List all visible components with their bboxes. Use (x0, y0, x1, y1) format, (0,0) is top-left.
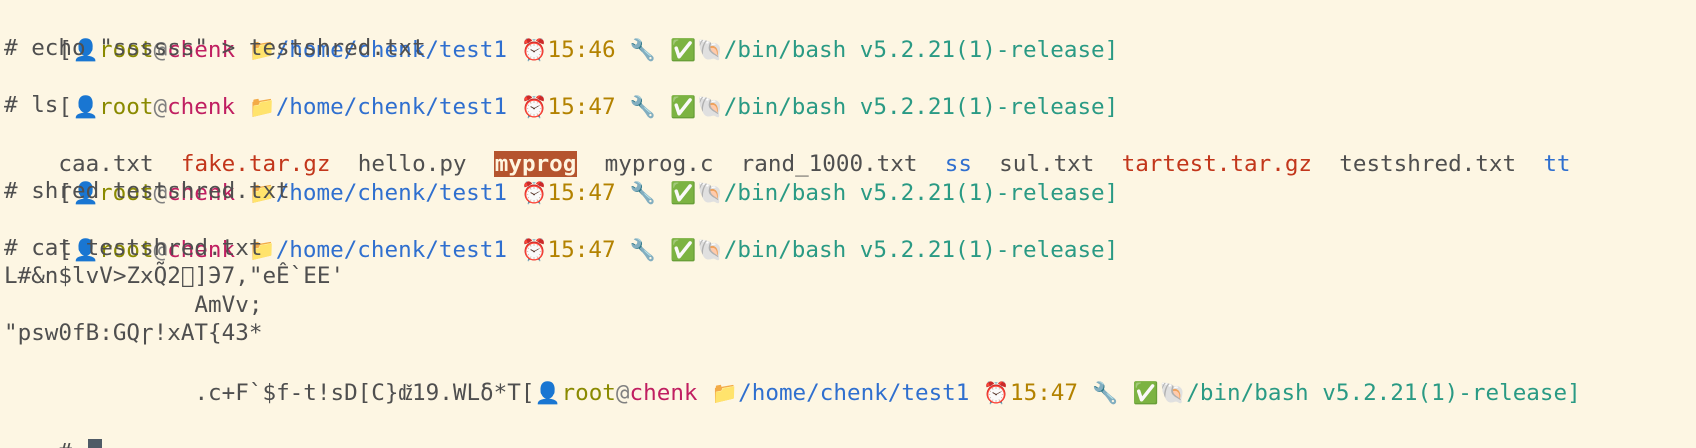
wrench-icon: 🔧 (629, 238, 656, 262)
shell-icon: 🐚 (697, 238, 724, 262)
user-icon: 👤 (72, 181, 99, 205)
prompt-bracket: [ (58, 37, 73, 63)
command-line: # ls (4, 92, 59, 118)
prompt-at: @ (153, 37, 168, 63)
prompt-shell-info: /bin/bash v5.2.21(1)-release] (723, 180, 1119, 206)
check-icon: ✅ (670, 181, 697, 205)
prompt-bracket: [ (58, 94, 73, 120)
clock-icon: ⏰ (520, 181, 548, 205)
prompt-host: chenk (167, 94, 236, 120)
prompt-path: /home/chenk/test1 (275, 180, 507, 206)
check-icon: ✅ (1132, 381, 1159, 405)
text-cursor[interactable] (87, 438, 102, 448)
prompt-shell-info: /bin/bash v5.2.21(1)-release] (723, 37, 1119, 63)
ls-directory: ss (944, 151, 972, 177)
user-icon: 👤 (72, 38, 99, 62)
prompt-host: chenk (629, 380, 698, 406)
ls-file: fake.tar.gz (180, 151, 331, 177)
prompt-line: [👤root@chenk 📁/home/chenk/test1 ⏰15:47 🔧… (4, 61, 1118, 120)
prompt-line: [👤root@chenk 📁/home/chenk/test1 ⏰15:46 🔧… (4, 4, 1118, 63)
folder-icon: 📁 (711, 381, 738, 405)
shell-icon: 🐚 (697, 181, 724, 205)
prompt-time: 15:47 (547, 94, 616, 120)
prompt-bracket: [ (520, 380, 535, 406)
prompt-time: 15:47 (547, 237, 616, 263)
input-line[interactable]: # (4, 406, 102, 448)
ls-file: tartest.tar.gz (1121, 151, 1313, 177)
prompt-time: 15:47 (547, 180, 616, 206)
prompt-time: 15:46 (547, 37, 616, 63)
clock-icon: ⏰ (520, 95, 548, 119)
prompt-user: root (99, 237, 154, 263)
wrench-icon: 🔧 (629, 95, 656, 119)
prompt-line: [👤root@chenk 📁/home/chenk/test1 ⏰15:47 🔧… (4, 147, 1118, 206)
user-icon: 👤 (534, 381, 562, 405)
prompt-path: /home/chenk/test1 (275, 237, 507, 263)
prompt-line: .c+F`$f-t!sD[C}ǆ19.WLδ*T[👤root@chenk 📁/h… (4, 347, 1580, 406)
prompt-shell-info: /bin/bash v5.2.21(1)-release] (1186, 380, 1581, 406)
prompt-host: chenk (167, 37, 236, 63)
prompt-shell-info: /bin/bash v5.2.21(1)-release] (723, 94, 1119, 120)
prompt-path: /home/chenk/test1 (738, 380, 970, 406)
prompt-host: chenk (167, 237, 236, 263)
prompt-bracket: [ (58, 180, 73, 206)
check-icon: ✅ (670, 95, 697, 119)
command-line: # cat testshred.txt (4, 235, 263, 261)
ls-file-executable: myprog (493, 151, 578, 177)
prompt-shell-info: /bin/bash v5.2.21(1)-release] (723, 237, 1119, 263)
prompt-at: @ (153, 180, 168, 206)
clock-icon: ⏰ (520, 238, 548, 262)
prompt-at: @ (615, 380, 630, 406)
shell-icon: 🐚 (697, 95, 724, 119)
command-line: # echo "ssssss" > testshred.txt (4, 35, 426, 61)
folder-icon: 📁 (249, 38, 276, 62)
cat-output-line: AmVv; (4, 292, 263, 318)
ls-file: myprog.c (604, 151, 714, 177)
prompt-host: chenk (167, 180, 236, 206)
prompt-at: @ (153, 94, 168, 120)
user-icon: 👤 (72, 95, 99, 119)
check-icon: ✅ (670, 238, 697, 262)
prompt-line: [👤root@chenk 📁/home/chenk/test1 ⏰15:47 🔧… (4, 204, 1118, 263)
wrench-icon: 🔧 (1092, 381, 1119, 405)
prompt-user: root (99, 180, 154, 206)
clock-icon: ⏰ (983, 381, 1010, 405)
prompt-user: root (561, 380, 616, 406)
wrench-icon: 🔧 (629, 181, 656, 205)
shell-icon: 🐚 (697, 38, 724, 62)
ls-file: sul.txt (999, 151, 1095, 177)
user-icon: 👤 (72, 238, 99, 262)
prompt-bracket: [ (58, 237, 73, 263)
clock-icon: ⏰ (520, 38, 548, 62)
check-icon: ✅ (670, 38, 697, 62)
wrench-icon: 🔧 (629, 38, 656, 62)
ls-file: testshred.txt (1339, 151, 1517, 177)
prompt-user: root (99, 94, 154, 120)
folder-icon: 📁 (249, 95, 276, 119)
ls-file: rand_1000.txt (740, 151, 918, 177)
folder-icon: 📁 (249, 238, 276, 262)
prompt-at: @ (153, 237, 168, 263)
prompt-user: root (99, 37, 154, 63)
prompt-symbol: # (58, 439, 85, 448)
cat-output-line: .c+F`$f-t!sD[C}ǆ19.WLδ*T (58, 380, 521, 406)
prompt-path: /home/chenk/test1 (275, 37, 507, 63)
prompt-time: 15:47 (1010, 380, 1079, 406)
ls-output: caa.txt fake.tar.gz hello.py myprog mypr… (4, 118, 1571, 177)
ls-file: caa.txt (58, 151, 154, 177)
cat-output-line: "psw0fB:GQɼ!xAT{43* (4, 320, 263, 346)
ls-file: hello.py (357, 151, 467, 177)
prompt-path: /home/chenk/test1 (275, 94, 507, 120)
ls-directory: tt (1543, 151, 1571, 177)
command-line: # shred testshred.txt (4, 178, 290, 204)
cat-output-line: L#&n$lvV>ZxQ̃2⃞]Э7,"eÊ`EE' (4, 263, 345, 289)
folder-icon: 📁 (249, 181, 276, 205)
shell-icon: 🐚 (1159, 381, 1186, 405)
